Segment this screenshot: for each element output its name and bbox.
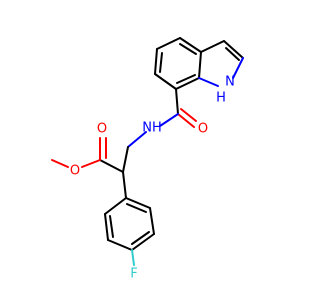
bond xyxy=(107,239,133,251)
bond xyxy=(122,146,129,173)
atom-label-amide-o: O xyxy=(198,122,208,137)
atom-label-indole-n: N xyxy=(225,75,235,90)
bond-double-inner xyxy=(225,47,240,61)
bond xyxy=(122,171,127,199)
atom-labels: N H NH O O O F xyxy=(70,75,235,282)
amide-group xyxy=(127,88,197,148)
bond-to-fluorine xyxy=(131,249,135,266)
atom-label-ester-ether-o: O xyxy=(70,164,80,179)
atom-label-fluorine: F xyxy=(130,267,137,282)
bond xyxy=(125,197,151,209)
atom-label-ester-carbonyl-o: O xyxy=(97,122,107,137)
bond xyxy=(154,48,158,75)
bond-to-oxygen xyxy=(177,113,195,128)
bond xyxy=(156,37,181,50)
bond-double-inner xyxy=(109,215,114,238)
bond xyxy=(175,88,179,115)
bond-double-inner xyxy=(179,43,197,55)
indole-pyrrole-ring xyxy=(198,40,244,87)
bond-double-inner xyxy=(159,52,163,73)
bond xyxy=(104,213,109,241)
bond-to-nitrogen xyxy=(127,131,147,148)
ester-backbone xyxy=(51,137,129,199)
bond-to-nitrogen xyxy=(159,113,179,127)
bond-double-inner xyxy=(131,231,150,245)
bond-to-oxygen xyxy=(81,159,101,168)
molecule-structure: N H NH O O O F xyxy=(51,37,244,282)
bond xyxy=(154,73,177,90)
bond-to-oxygen xyxy=(51,159,69,168)
bond xyxy=(179,37,202,53)
bond xyxy=(200,40,225,53)
fluorophenyl-ring xyxy=(104,197,155,266)
bond xyxy=(223,40,244,59)
bond xyxy=(104,197,127,215)
bond-double-to-oxygen xyxy=(180,108,197,122)
indole-benzene-ring xyxy=(154,37,202,90)
bond xyxy=(131,233,155,251)
bond xyxy=(149,207,155,235)
bond xyxy=(175,77,200,90)
bond-double-inner xyxy=(126,203,147,213)
bond xyxy=(198,51,202,79)
atom-label-amide-nh: NH xyxy=(142,121,162,136)
bond-double-inner xyxy=(176,74,196,84)
bond xyxy=(99,159,124,173)
atom-label-indole-h: H xyxy=(216,91,226,106)
bond-to-nitrogen xyxy=(232,57,244,79)
bond-to-nitrogen xyxy=(198,77,219,87)
